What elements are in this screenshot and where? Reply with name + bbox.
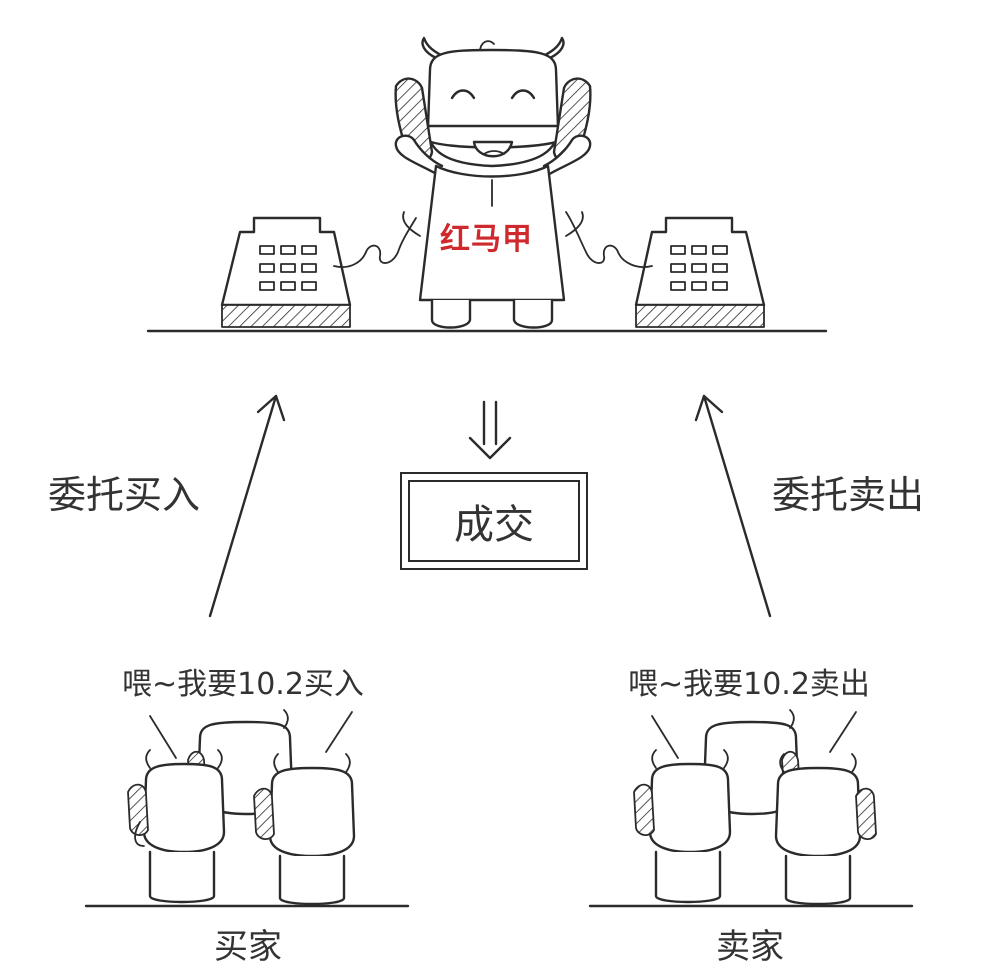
left-up-arrow-icon (208, 394, 286, 618)
buyer-group-label: 买家 (214, 927, 282, 967)
sell-order-label: 委托卖出 (772, 473, 925, 517)
broker-bull-mascot-icon (394, 36, 592, 329)
seller-group-label: 卖家 (716, 927, 784, 967)
left-speech-lines (149, 711, 353, 759)
deal-label: 成交 (408, 480, 580, 562)
buy-order-label: 委托买入 (48, 473, 201, 517)
left-telephone-icon (220, 216, 417, 328)
buyer-speech-text: 喂~我要10.2买入 (122, 667, 364, 702)
right-up-arrow-icon (694, 394, 772, 618)
right-telephone-icon (565, 211, 766, 328)
seller-bulls-icon (633, 709, 877, 906)
broker-vest-label: 红马甲 (440, 222, 533, 257)
deal-box: 成交 (400, 472, 588, 570)
buyer-bulls-icon (127, 709, 356, 906)
seller-speech-text: 喂~我要10.2卖出 (628, 667, 870, 702)
double-down-arrow-icon (468, 400, 512, 460)
right-speech-lines (651, 711, 857, 759)
